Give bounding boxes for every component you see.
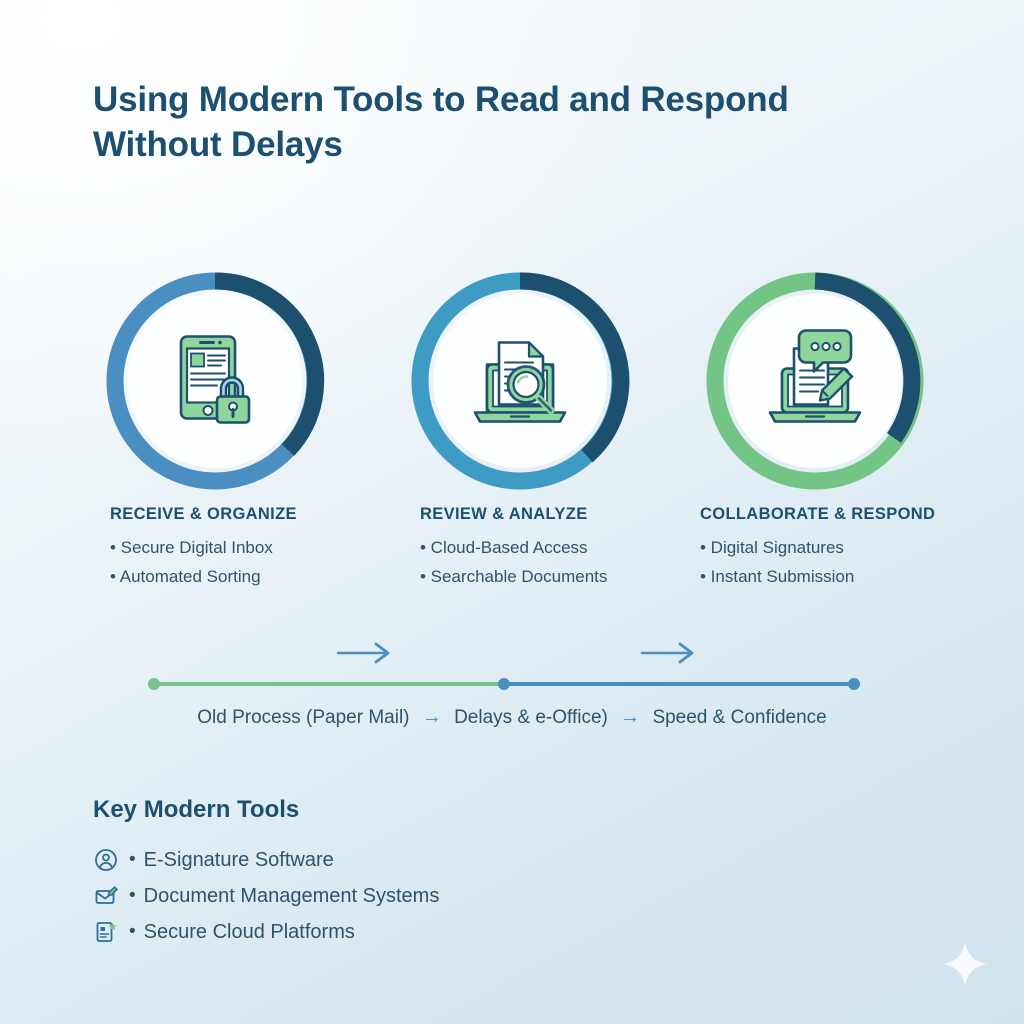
timeline-arrow-icon-2: → [620, 706, 641, 728]
document-checklist-icon [93, 919, 119, 945]
timeline-segment-green [152, 682, 504, 686]
progress-ring-step-2 [407, 268, 633, 494]
timeline-segment-blue [504, 682, 856, 686]
list-item: • Instant Submission [700, 566, 855, 586]
list-item: • Automated Sorting [110, 566, 261, 586]
arrow-right-icon-1 [336, 640, 400, 666]
timeline-dot-end [848, 678, 860, 690]
timeline-arrow-icon-1: → [421, 706, 442, 728]
timeline-stage-old-process: Old Process (Paper Mail) [197, 707, 410, 728]
progress-ring-step-3 [702, 268, 928, 494]
caption-heading: RECEIVE & ORGANIZE [110, 505, 297, 523]
caption-heading: COLLABORATE & RESPOND [700, 505, 936, 523]
envelope-pencil-icon [93, 883, 119, 909]
list-item: • Secure Digital Inbox [110, 538, 273, 557]
caption-bullet-list: • Secure Digital Inbox • Automated Sorti… [110, 534, 390, 591]
tools-heading: Key Modern Tools [93, 796, 300, 823]
timeline-dot-start [148, 678, 160, 690]
tool-item-secure-cloud: • Secure Cloud Platforms [93, 914, 439, 950]
laptop-chat-pencil-icon [756, 323, 874, 440]
tool-item-document-management: • Document Management Systems [93, 878, 439, 914]
timeline-stage-speed: Speed & Confidence [652, 707, 827, 728]
caption-bullet-list: • Cloud-Based Access • Searchable Docume… [420, 534, 700, 591]
tool-label: Document Management Systems [143, 884, 440, 907]
timeline-dot-middle [498, 678, 510, 690]
person-circle-icon [93, 847, 119, 873]
timeline-track [148, 678, 860, 690]
tool-label: E-Signature Software [143, 848, 334, 871]
timeline-labels: Old Process (Paper Mail) → Delays & e-Of… [0, 706, 1024, 729]
tool-bullet: • [129, 885, 136, 906]
tool-item-e-signature: • E-Signature Software [93, 842, 439, 878]
list-item: • Cloud-Based Access [420, 538, 588, 557]
arrow-right-icon-2 [640, 640, 704, 666]
caption-collaborate-respond: COLLABORATE & RESPOND • Digital Signatur… [700, 505, 990, 591]
caption-review-analyze: REVIEW & ANALYZE • Cloud-Based Access • … [420, 505, 700, 591]
list-item: • Searchable Documents [420, 566, 608, 586]
tablet-with-lock-icon [159, 323, 271, 440]
timeline-stage-delays: Delays & e-Office) [454, 707, 608, 728]
process-step-receive-organize [102, 268, 328, 494]
progress-ring-step-1 [102, 268, 328, 494]
process-steps [0, 268, 1024, 664]
caption-heading: REVIEW & ANALYZE [420, 505, 588, 523]
laptop-document-magnifier-icon [461, 323, 579, 440]
key-modern-tools-section: Key Modern Tools • E-Signature Software … [93, 796, 439, 950]
tool-label: Secure Cloud Platforms [143, 920, 355, 943]
tool-bullet: • [129, 849, 136, 870]
process-step-review-analyze [407, 268, 633, 494]
caption-bullet-list: • Digital Signatures • Instant Submissio… [700, 534, 990, 591]
process-step-collaborate-respond [702, 268, 928, 494]
process-timeline: Old Process (Paper Mail) → Delays & e-Of… [0, 660, 1024, 740]
tool-bullet: • [129, 921, 136, 942]
page-title: Using Modern Tools to Read and Respond W… [93, 80, 789, 164]
caption-receive-organize: RECEIVE & ORGANIZE • Secure Digital Inbo… [110, 505, 390, 591]
list-item: • Digital Signatures [700, 538, 844, 557]
four-point-star-icon [941, 940, 989, 988]
